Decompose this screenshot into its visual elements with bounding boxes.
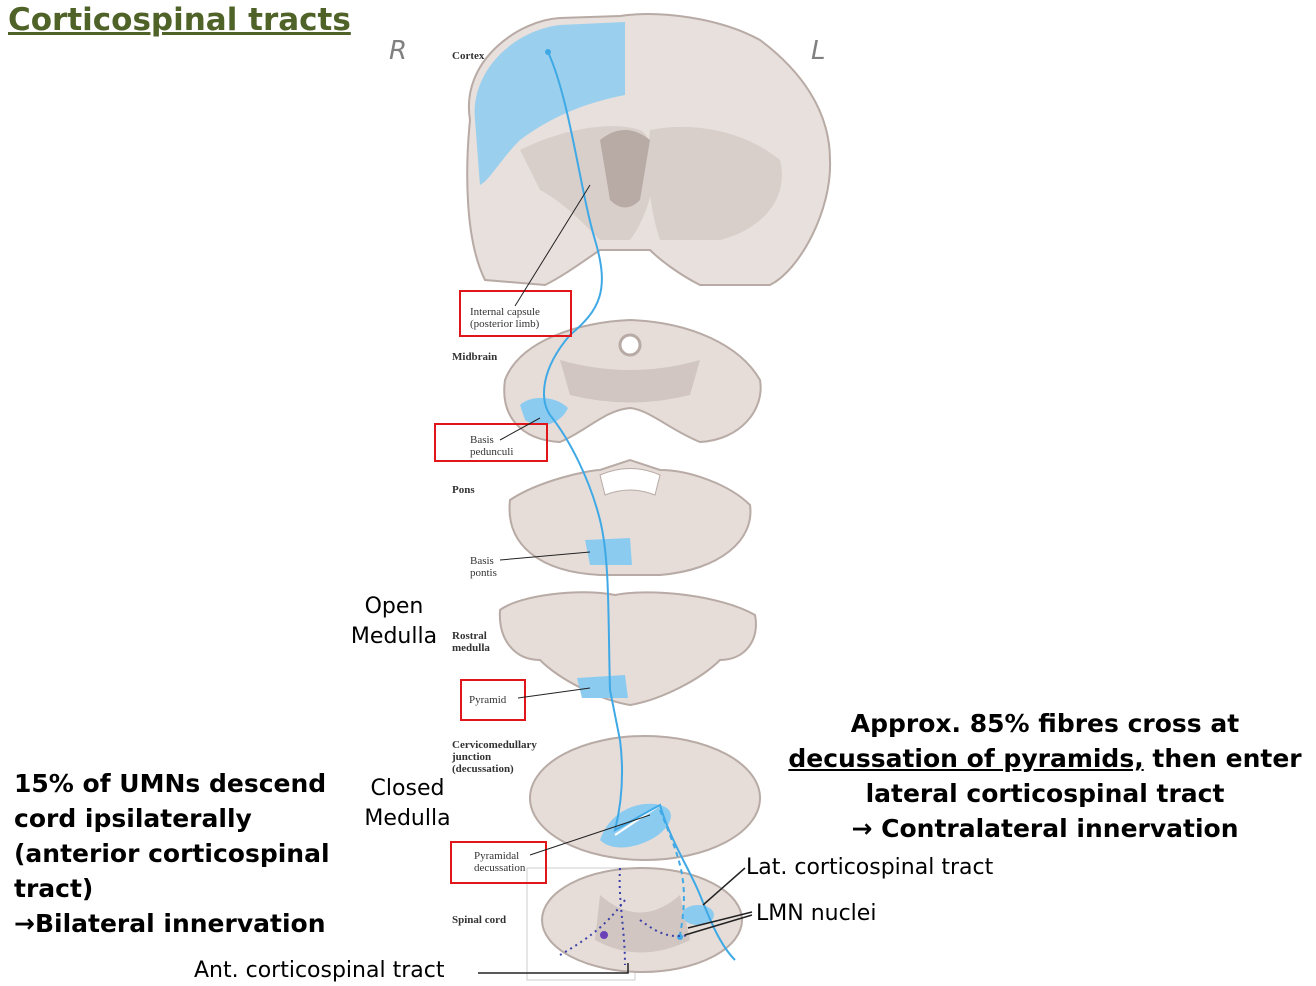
- ant-tract-leader: [478, 963, 629, 974]
- rostral-medulla-section: [498, 591, 757, 707]
- ant-tract-branch-left: [559, 899, 626, 956]
- label-basis-pontis: Basis pontis: [470, 555, 497, 579]
- pyramid-leader: [517, 687, 591, 699]
- label-cervicomedullary: Cervicomedullary junction (decussation): [452, 739, 537, 775]
- decussation-leader: [529, 814, 651, 856]
- callout-lat-tract: Lat. corticospinal tract: [746, 855, 994, 880]
- note-left: 15% of UMNs descend cord ipsilaterally (…: [14, 769, 330, 938]
- midbrain-section: [503, 318, 762, 444]
- pyramidal-decussation-box: [450, 841, 547, 884]
- spinal-cord-section: [526, 867, 743, 981]
- note-right: Approx. 85% fibres cross at decussation …: [788, 709, 1302, 843]
- callout-open-medulla: Open Medulla: [350, 594, 438, 649]
- lateral-tract-line: [543, 51, 736, 961]
- pons-section: [508, 458, 752, 576]
- callout-closed-medulla: Closed Medulla: [364, 776, 451, 831]
- cervicomedullary-section: [529, 735, 761, 861]
- crossing-fibres-line: [659, 809, 685, 936]
- basis-pedunculi-box: [434, 423, 548, 462]
- label-basis-pedunculi: Basis pedunculi: [470, 434, 514, 458]
- lat-tract-leader: [702, 867, 746, 906]
- pyramid-box: [460, 679, 526, 721]
- callout-lmn-nuclei: LMN nuclei: [756, 901, 877, 926]
- lmn-leader-1: [687, 911, 753, 929]
- label-midbrain: Midbrain: [452, 351, 498, 363]
- label-pons: Pons: [452, 484, 475, 496]
- side-label-left: L: [811, 36, 826, 66]
- label-pyramid: Pyramid: [469, 694, 507, 706]
- label-internal-capsule: Internal capsule (posterior limb): [470, 306, 540, 330]
- coronal-brain-section: [466, 13, 832, 287]
- internal-capsule-leader: [514, 184, 591, 307]
- page-title: Corticospinal tracts: [8, 2, 351, 38]
- label-spinal-cord: Spinal cord: [452, 914, 507, 926]
- label-rostral-medulla: Rostral medulla: [452, 630, 490, 654]
- side-label-right: R: [389, 36, 408, 66]
- basis-pontis-leader: [499, 551, 591, 561]
- internal-capsule-box: [459, 290, 572, 337]
- callout-ant-tract: Ant. corticospinal tract: [194, 958, 445, 983]
- basis-pedunculi-leader: [499, 417, 541, 441]
- ant-lmn-dot: [600, 931, 608, 939]
- label-pyramidal-decussation: Pyramidal decussation: [474, 850, 526, 874]
- label-cortex: Cortex: [452, 50, 485, 62]
- cortex-neuron-dot: [545, 49, 551, 55]
- lmn-leader-2: [684, 914, 753, 936]
